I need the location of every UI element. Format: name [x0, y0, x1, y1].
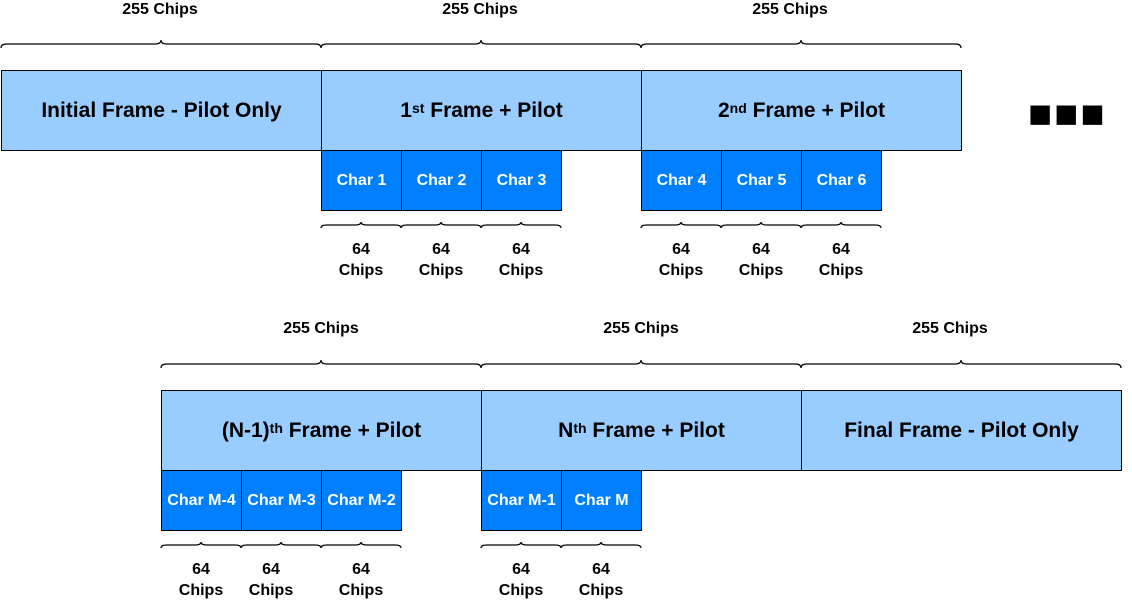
char-m-1-brace: [480, 541, 562, 549]
char-3-brace: [480, 221, 562, 229]
chip-unit: Chips: [498, 262, 544, 279]
final-frame: Final Frame - Pilot Only: [801, 390, 1122, 471]
char-m-brace: [560, 541, 642, 549]
top-span-brace-3: [640, 39, 962, 49]
chip-count: 64: [262, 561, 280, 578]
char-1: Char 1: [321, 150, 402, 211]
chip-unit: Chips: [338, 582, 384, 599]
initial-frame-label: Initial Frame - Pilot Only: [41, 98, 282, 122]
frame-n-minus-1: (N-1)th Frame + Pilot: [161, 390, 482, 471]
chip-unit: Chips: [738, 262, 784, 279]
frame-n-minus-1-number: (N-1): [221, 418, 270, 442]
top-span-label-1: 255 Chips: [122, 1, 198, 18]
char-3: Char 3: [481, 150, 562, 211]
frame-n-text: Frame + Pilot: [586, 418, 725, 442]
bottom-span-label-1: 255 Chips: [283, 320, 359, 337]
top-span-label-3: 255 Chips: [752, 1, 828, 18]
chip-count: 64: [512, 241, 530, 258]
char-m-2-brace: [320, 541, 402, 549]
frame-n-minus-1-text: Frame + Pilot: [282, 418, 422, 442]
char-6-brace: [800, 221, 882, 229]
chip-count: 64: [832, 241, 850, 258]
char-m-3-brace: [240, 541, 322, 549]
char-4: Char 4: [641, 150, 722, 211]
initial-frame: Initial Frame - Pilot Only: [1, 70, 322, 151]
char-6: Char 6: [801, 150, 882, 211]
frame-1-number: 1: [400, 98, 412, 122]
continuation-ellipsis: ■■■: [1028, 92, 1107, 136]
bottom-span-label-3: 255 Chips: [912, 320, 988, 337]
chip-count: 64: [592, 561, 610, 578]
frame-2-number: 2: [717, 98, 730, 122]
char-m-2: Char M-2: [321, 470, 402, 531]
top-span-brace-2: [320, 39, 642, 49]
chip-unit: Chips: [578, 582, 624, 599]
chip-count: 64: [192, 561, 210, 578]
bottom-span-brace-3: [800, 359, 1122, 369]
chip-unit: Chips: [248, 582, 294, 599]
chip-unit: Chips: [418, 262, 464, 279]
bottom-span-label-2: 255 Chips: [603, 320, 679, 337]
char-m-4: Char M-4: [161, 470, 242, 531]
chip-count: 64: [672, 241, 690, 258]
bottom-span-brace-2: [480, 359, 802, 369]
char-2: Char 2: [401, 150, 482, 211]
char-5-brace: [720, 221, 802, 229]
chip-count: 64: [352, 561, 370, 578]
frame-2-ordinal: nd: [729, 99, 747, 116]
top-span-label-2: 255 Chips: [442, 1, 518, 18]
bottom-span-brace-1: [160, 359, 482, 369]
chip-unit: Chips: [338, 262, 384, 279]
final-frame-label: Final Frame - Pilot Only: [844, 418, 1079, 442]
chip-unit: Chips: [178, 582, 224, 599]
frame-n-ordinal: th: [573, 419, 587, 436]
char-m-3: Char M-3: [241, 470, 322, 531]
char-m: Char M: [561, 470, 642, 531]
chip-unit: Chips: [818, 262, 864, 279]
char-5: Char 5: [721, 150, 802, 211]
chip-count: 64: [432, 241, 450, 258]
frame-2-text: Frame + Pilot: [746, 98, 886, 122]
char-m-1: Char M-1: [481, 470, 562, 531]
chip-count: 64: [752, 241, 770, 258]
frame-1-text: Frame + Pilot: [424, 98, 563, 122]
char-1-brace: [320, 221, 402, 229]
char-2-brace: [400, 221, 482, 229]
frame-n-number: N: [558, 418, 574, 442]
chip-unit: Chips: [498, 582, 544, 599]
frame-1-ordinal: st: [411, 99, 425, 116]
char-m-4-brace: [160, 541, 242, 549]
top-span-brace-1: [0, 39, 322, 49]
chip-count: 64: [512, 561, 530, 578]
char-4-brace: [640, 221, 722, 229]
chip-unit: Chips: [658, 262, 704, 279]
chip-count: 64: [352, 241, 370, 258]
frame-n-minus-1-ordinal: th: [269, 419, 283, 436]
